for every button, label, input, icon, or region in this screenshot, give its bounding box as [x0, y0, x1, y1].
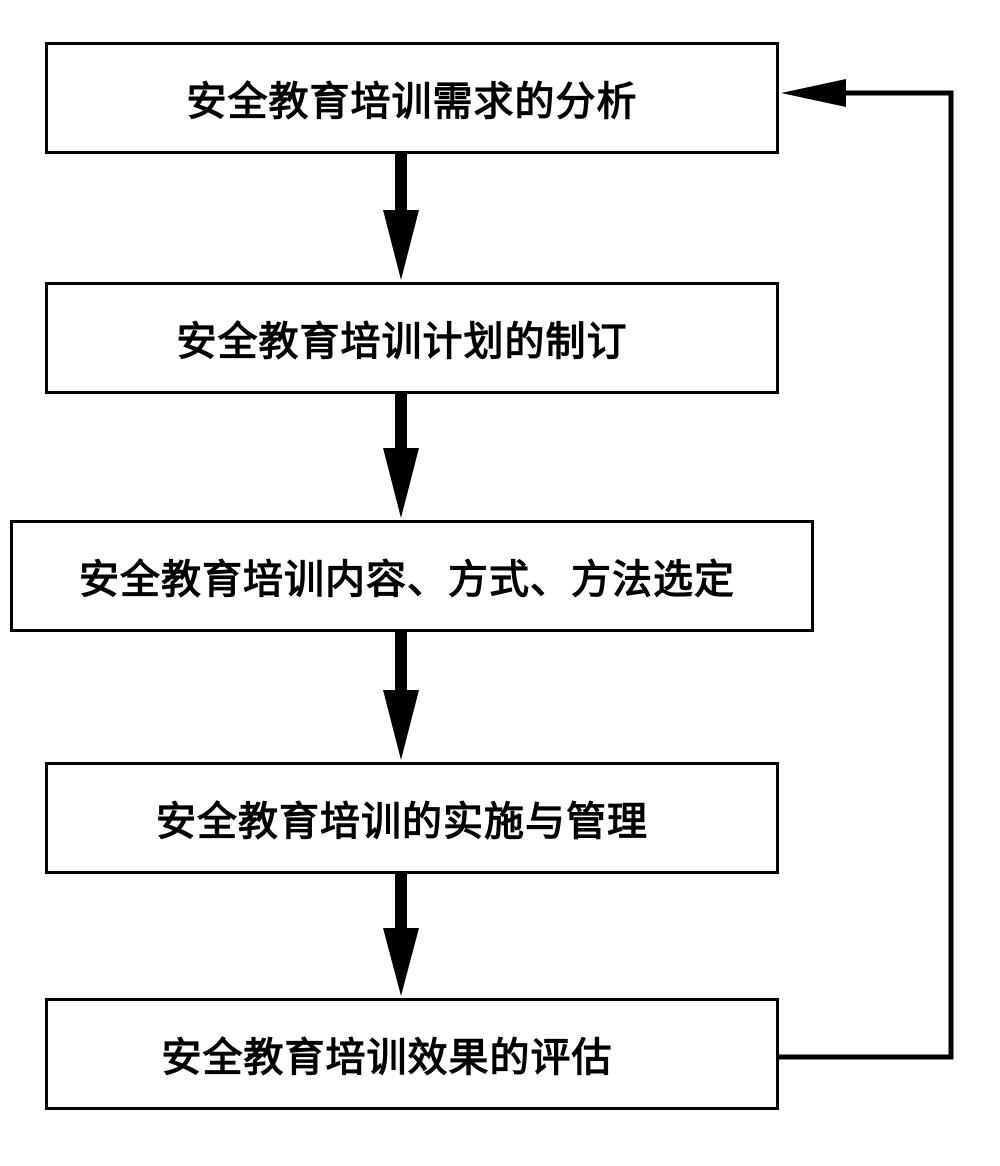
step-label: 安全教育培训的实施与管理 — [156, 798, 648, 845]
arrow-down-1 — [383, 154, 419, 280]
step-label: 安全教育培训计划的制订 — [176, 318, 628, 365]
arrow-down-4 — [383, 874, 419, 996]
arrow-down-3 — [383, 632, 419, 760]
step-box-effect-evaluation: 安全教育培训效果的评估 — [45, 998, 779, 1110]
arrow-down-2 — [383, 394, 419, 518]
step-label: 安全教育培训效果的评估 — [161, 1034, 613, 1081]
step-label: 安全教育培训需求的分析 — [186, 78, 638, 125]
step-box-plan-formulation: 安全教育培训计划的制订 — [45, 282, 779, 394]
step-box-needs-analysis: 安全教育培训需求的分析 — [45, 42, 779, 154]
step-box-implementation-management: 安全教育培训的实施与管理 — [45, 762, 779, 874]
step-box-content-method-selection: 安全教育培训内容、方式、方法选定 — [10, 520, 814, 632]
step-label: 安全教育培训内容、方式、方法选定 — [79, 556, 735, 603]
